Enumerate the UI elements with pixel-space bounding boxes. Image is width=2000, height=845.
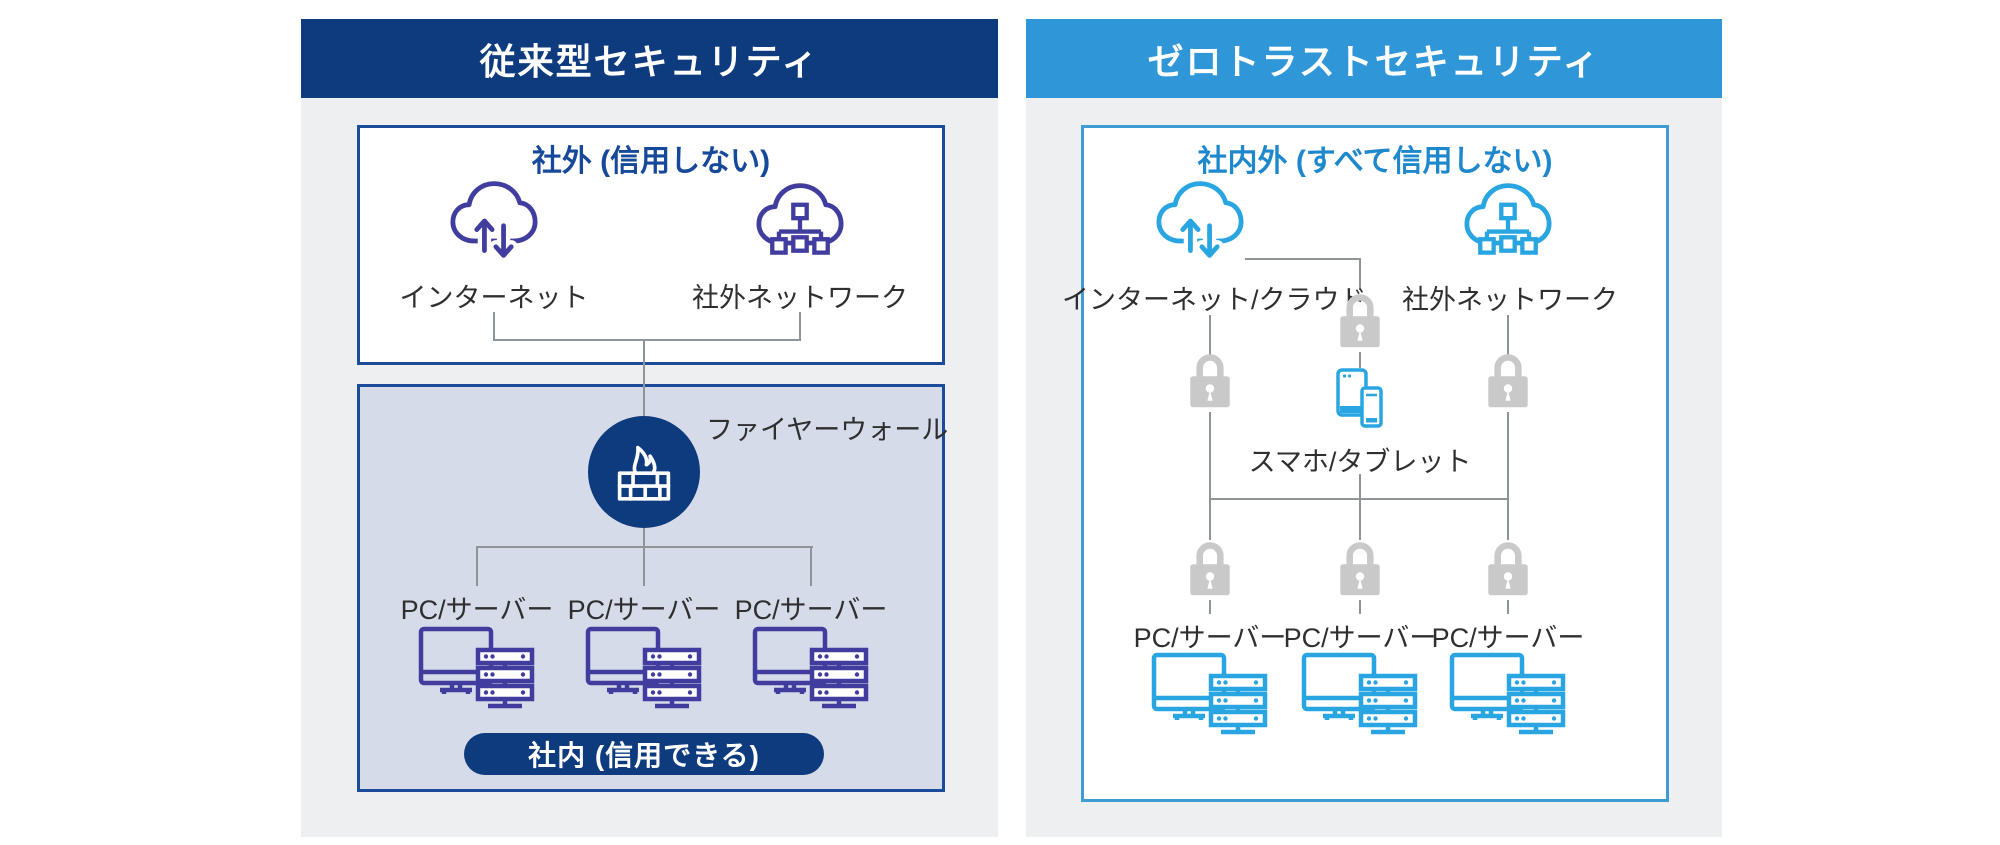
lock-icon — [1185, 538, 1235, 600]
pc-server-icon — [1301, 652, 1419, 740]
external-network-label: 社外ネットワーク — [1402, 285, 1618, 315]
traditional-security-header: 従来型セキュリティ — [301, 19, 998, 98]
connector-line — [1209, 600, 1211, 614]
outside-zone-box — [357, 125, 945, 365]
connector-line — [1209, 315, 1211, 355]
connector-line — [1359, 258, 1361, 290]
connector-line — [493, 312, 495, 341]
pc-server-label: PC/サーバー — [1133, 623, 1287, 653]
smartphone-tablet-icon — [1328, 368, 1392, 432]
connector-line — [1359, 474, 1361, 500]
lock-icon — [1185, 350, 1235, 412]
pc-server-label: PC/サーバー — [567, 595, 721, 625]
connector-line — [1209, 498, 1211, 540]
connector-line — [810, 546, 812, 586]
outside-zone-title: 社外 (信用しない) — [531, 145, 771, 178]
pc-server-icon — [585, 626, 703, 714]
pc-server-label: PC/サーバー — [1431, 623, 1585, 653]
connector-line — [643, 339, 645, 417]
connector-line — [1359, 498, 1361, 540]
connector-line — [476, 546, 478, 586]
connector-line — [1209, 412, 1211, 500]
pc-server-label: PC/サーバー — [734, 595, 888, 625]
external-network-label: 社外ネットワーク — [692, 283, 908, 313]
smartphone-tablet-label: スマホ/タブレット — [1248, 447, 1472, 477]
connector-line — [1359, 600, 1361, 614]
pc-server-icon — [1151, 652, 1269, 740]
connector-line — [1359, 352, 1361, 368]
internet-label: インターネット — [399, 283, 589, 313]
zero-trust-header: ゼロトラストセキュリティ — [1026, 19, 1722, 98]
cloud-network-icon — [1460, 178, 1556, 266]
firewall-icon — [588, 416, 700, 528]
pc-server-icon — [418, 626, 536, 714]
connector-line — [799, 312, 801, 341]
lock-icon — [1335, 290, 1385, 352]
pc-server-icon — [752, 626, 870, 714]
connector-line — [493, 339, 801, 341]
zero-trust-title: ゼロトラストセキュリティ — [1147, 40, 1601, 82]
cloud-updown-icon — [1152, 176, 1248, 264]
pc-server-label: PC/サーバー — [400, 595, 554, 625]
cloud-updown-icon — [446, 176, 542, 264]
connector-line — [1507, 315, 1509, 355]
connector-line — [643, 548, 645, 586]
cloud-network-icon — [752, 178, 848, 266]
connector-line — [1507, 600, 1509, 614]
connector-line — [1245, 258, 1361, 260]
connector-line — [1507, 412, 1509, 500]
internet-cloud-label: インターネット/クラウド — [1062, 285, 1367, 315]
lock-icon — [1483, 350, 1533, 412]
lock-icon — [1483, 538, 1533, 600]
pc-server-icon — [1449, 652, 1567, 740]
inside-trusted-badge: 社内 (信用できる) — [464, 733, 824, 775]
traditional-security-title: 従来型セキュリティ — [479, 40, 820, 82]
connector-line — [1507, 498, 1509, 540]
pc-server-label: PC/サーバー — [1283, 623, 1437, 653]
lock-icon — [1335, 538, 1385, 600]
connector-line — [643, 528, 645, 548]
firewall-label: ファイヤーウォール — [706, 415, 949, 445]
zero-trust-zone-title: 社内外 (すべて信用しない) — [1197, 145, 1553, 178]
connector-line — [476, 546, 813, 548]
